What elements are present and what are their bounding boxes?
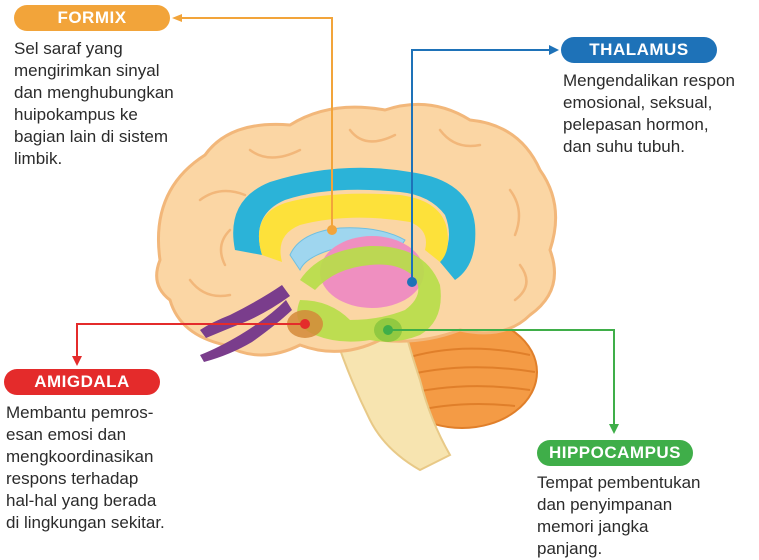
formix-description: Sel saraf yang mengirimkan sinyal dan me… — [14, 38, 224, 170]
formix-dot — [327, 225, 337, 235]
hippocampus-description: Tempat pembentukan dan penyimpanan memor… — [537, 472, 747, 560]
amigdala-description: Membantu pemros- esan emosi dan mengkoor… — [6, 402, 216, 534]
formix-title: FORMIX — [14, 5, 170, 31]
amigdala-title: AMIGDALA — [4, 369, 160, 395]
hippocampus-title: HIPPOCAMPUS — [537, 440, 693, 466]
amigdala-dot — [300, 319, 310, 329]
thalamus-title: THALAMUS — [561, 37, 717, 63]
thalamus-dot — [407, 277, 417, 287]
hippocampus-dot — [383, 325, 393, 335]
thalamus-description: Mengendalikan respon emosional, seksual,… — [563, 70, 758, 158]
